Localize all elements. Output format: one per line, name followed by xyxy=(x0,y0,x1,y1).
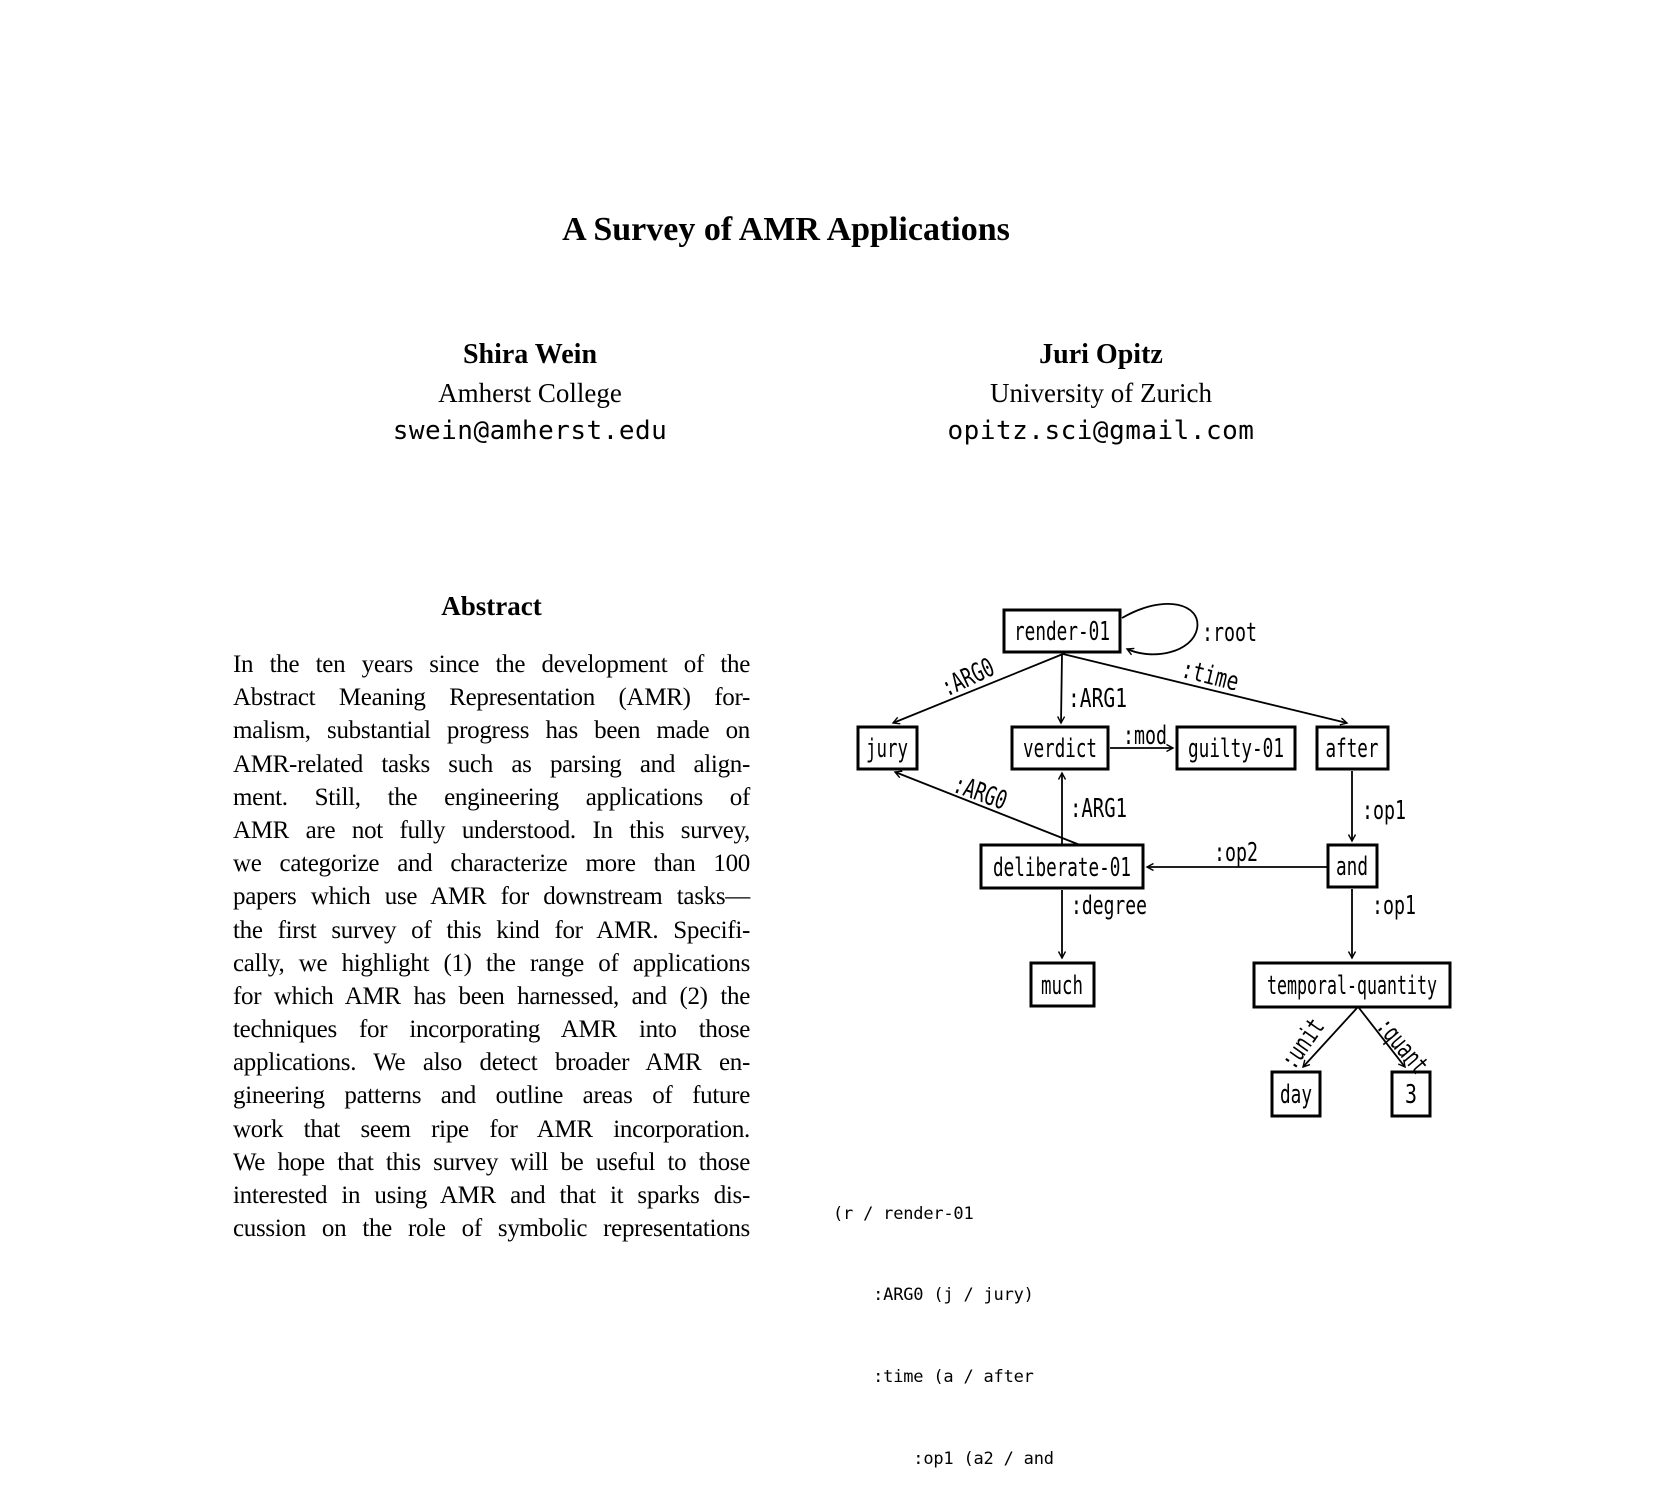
node-label-deliberate-01: deliberate-01 xyxy=(993,853,1131,883)
paper-page: { "page": { "background": "#ffffff", "te… xyxy=(233,211,1452,1470)
edge-deliberate-jury xyxy=(893,770,1081,846)
abstract-line: work that seem ripe for AMR incorporatio… xyxy=(233,1115,750,1143)
edge-render-jury xyxy=(891,653,1064,725)
node-label-after: after xyxy=(1326,734,1379,764)
node-box-day xyxy=(1270,1070,1322,1118)
edge-label-arg1-bottom: :ARG1 xyxy=(1070,794,1127,824)
abstract-line: papers which use AMR for downstream task… xyxy=(233,883,750,911)
node-label-much: much xyxy=(1041,971,1083,1001)
abstract-line: cally, we highlight (1) the range of app… xyxy=(233,949,750,977)
author-block-2: Juri Opitz University of Zurich opitz.sc… xyxy=(926,336,1276,450)
abstract-line: interested in using AMR and that it spar… xyxy=(233,1182,750,1209)
node-box-guilty-01 xyxy=(1175,725,1297,771)
edge-label-root: :root xyxy=(1202,618,1257,648)
abstract-line: the first survey of this kind for AMR. S… xyxy=(233,916,750,944)
abstract-line: We hope that this survey will be useful … xyxy=(233,1148,750,1176)
author-affiliation: University of Zurich xyxy=(990,378,1212,408)
abstract-line: Abstract Meaning Representation (AMR) fo… xyxy=(233,684,750,712)
edge-label-time: :time xyxy=(1178,654,1242,697)
author-affiliation: Amherst College xyxy=(438,378,622,408)
node-box-3 xyxy=(1390,1070,1432,1118)
penman-line: :op1 (a2 / and xyxy=(833,1449,1054,1470)
abstract-line: applications. We also detect broader AMR… xyxy=(233,1049,750,1077)
penman-line: :ARG0 (j / jury) xyxy=(833,1285,1034,1306)
edge-label-arg0-bottom: :ARG0 xyxy=(949,769,1011,816)
node-label-render-01: render-01 xyxy=(1014,617,1110,647)
edge-label-arg1-top: :ARG1 xyxy=(1068,684,1127,714)
edge-temporal-3 xyxy=(1358,1007,1406,1069)
abstract-line: ment. Still, the engineering application… xyxy=(233,783,750,811)
abstract-line: malism, substantial progress has been ma… xyxy=(233,717,750,745)
node-box-render-01 xyxy=(1002,608,1122,654)
edge-label-quant: :quant xyxy=(1370,1012,1434,1080)
abstract-line: gineering patterns and outline areas of … xyxy=(233,1082,750,1110)
node-label-verdict: verdict xyxy=(1023,734,1097,764)
amr-graph-figure: render-01 jury verdict guilty-01 after d… xyxy=(856,603,1452,1118)
edge-label-unit: :unit xyxy=(1275,1013,1331,1075)
abstract-heading: Abstract xyxy=(441,591,542,621)
author-block-1: Shira Wein Amherst College swein@amherst… xyxy=(355,336,705,450)
edge-root-selfloop xyxy=(1121,603,1199,656)
edge-temporal-day xyxy=(1302,1007,1358,1069)
node-label-day: day xyxy=(1280,1080,1312,1110)
author-name: Juri Opitz xyxy=(1039,339,1163,370)
abstract-line: we categorize and characterize more than… xyxy=(233,850,750,878)
penman-notation-block: (r / render-01 :ARG0 (j / jury) :time (a… xyxy=(833,1146,1054,1501)
edge-label-mod: :mod xyxy=(1123,721,1167,751)
node-box-verdict xyxy=(1010,725,1110,771)
penman-line: :time (a / after xyxy=(833,1367,1034,1388)
paper-title: A Survey of AMR Applications xyxy=(562,211,1010,248)
author-email: swein@amherst.edu xyxy=(392,416,668,446)
edge-render-verdict xyxy=(1056,653,1066,725)
node-box-and xyxy=(1326,843,1379,889)
node-label-and: and xyxy=(1336,852,1368,882)
node-box-jury xyxy=(856,725,919,771)
edge-label-op1-and: :op1 xyxy=(1372,891,1416,921)
edge-render-after xyxy=(1062,653,1349,726)
abstract-line: techniques for incorporating AMR into th… xyxy=(233,1016,750,1044)
node-box-temporal-quantity xyxy=(1252,961,1452,1009)
abstract-line: for which AMR has been harnessed, and (2… xyxy=(233,982,750,1010)
penman-line: (r / render-01 xyxy=(833,1203,974,1224)
edge-label-op2: :op2 xyxy=(1214,838,1258,868)
node-box-after xyxy=(1315,725,1390,771)
abstract-body: In the ten years since the development o… xyxy=(233,648,750,1245)
author-name: Shira Wein xyxy=(462,339,598,370)
abstract-line: AMR are not fully understood. In this su… xyxy=(233,816,750,844)
edge-label-arg0-top: :ARG0 xyxy=(937,653,1000,703)
abstract-line: In the ten years since the development o… xyxy=(233,651,750,678)
abstract-line: AMR-related tasks such as parsing and al… xyxy=(233,750,750,778)
author-email: opitz.sci@gmail.com xyxy=(947,416,1255,446)
node-label-temporal-quantity: temporal-quantity xyxy=(1267,971,1437,1001)
node-box-deliberate-01 xyxy=(979,843,1145,890)
node-label-3: 3 xyxy=(1405,1080,1417,1110)
node-label-jury: jury xyxy=(866,734,908,764)
abstract-line: cussion on the role of symbolic represen… xyxy=(233,1215,750,1243)
edge-label-degree: :degree xyxy=(1071,891,1147,921)
edge-label-op1-after: :op1 xyxy=(1362,796,1406,826)
node-label-guilty-01: guilty-01 xyxy=(1188,734,1284,764)
node-box-much xyxy=(1029,961,1096,1008)
